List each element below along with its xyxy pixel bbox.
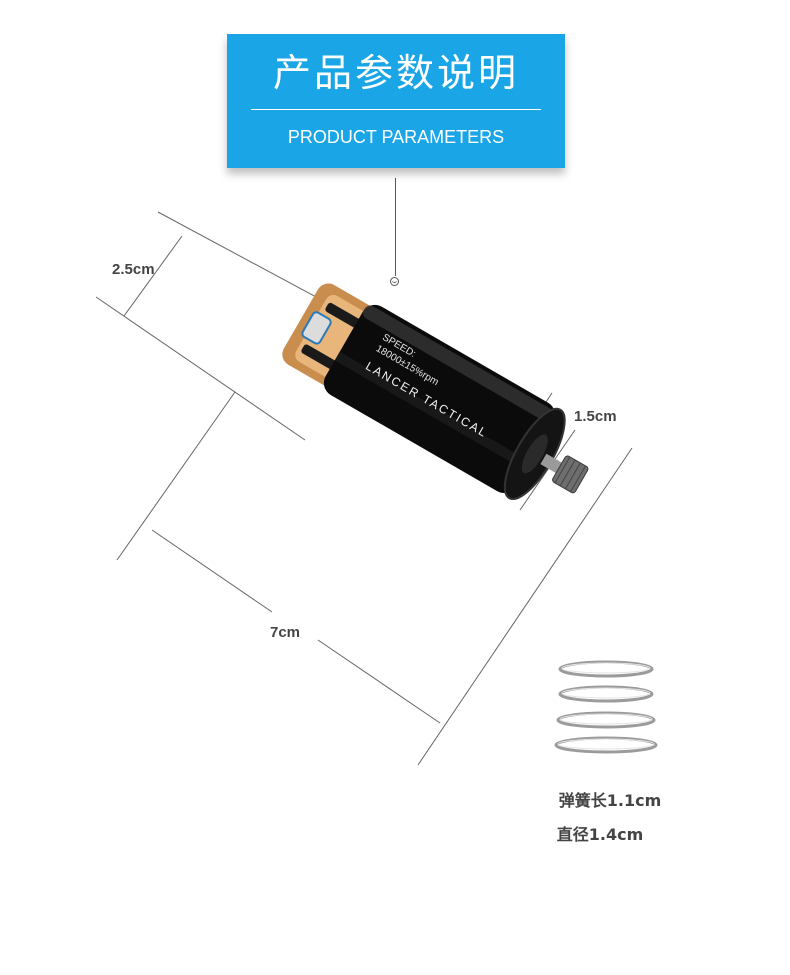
spring-highlight	[557, 662, 655, 750]
length-dimension-label: 7cm	[270, 624, 301, 641]
shaft-dimension-label: 1.5cm	[574, 408, 617, 425]
dim-line-right	[417, 447, 633, 766]
dim-line-7-b	[317, 639, 441, 724]
dim-line-left	[95, 296, 306, 441]
spring-diameter-text: 直径1.4cm	[556, 825, 644, 844]
dim-line-7-a	[151, 529, 273, 613]
dim-tick-25	[123, 235, 183, 317]
header-title-cn: 产品参数说明	[272, 51, 519, 95]
spring-length-text: 弹簧长1.1cm	[558, 791, 662, 810]
dimension-lines	[95, 211, 633, 766]
width-dimension-label: 2.5cm	[112, 261, 155, 278]
dim-line-25-long	[116, 391, 236, 561]
spring-image	[554, 660, 658, 754]
header-divider	[251, 109, 541, 110]
header-title-en: PRODUCT PARAMETERS	[287, 127, 505, 147]
motor: SPEED: 18000±15%rpm LANCER TACTICAL	[282, 283, 589, 500]
chevron-down-icon	[390, 277, 399, 286]
header-banner: 产品参数说明 PRODUCT PARAMETERS	[227, 34, 565, 168]
dim-tick-15-b	[519, 429, 576, 511]
connector-line	[395, 178, 396, 276]
